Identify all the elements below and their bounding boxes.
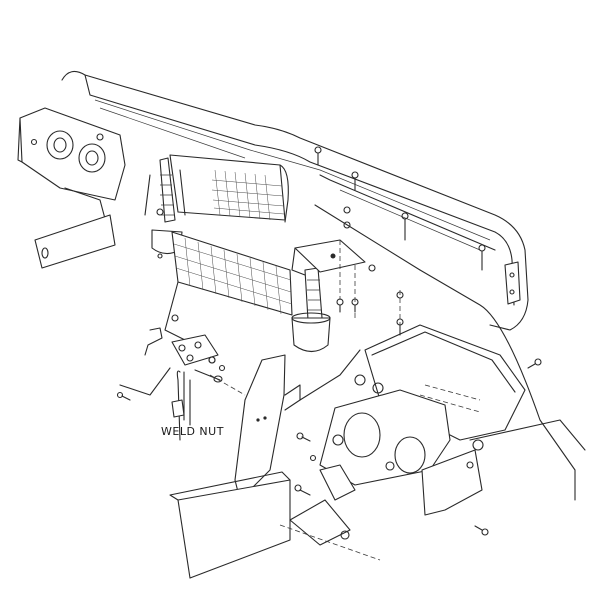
right-mounting-bracket xyxy=(421,449,483,516)
nut-icon xyxy=(396,291,404,299)
center-vacuum-actuator xyxy=(291,267,331,353)
bolt-icon xyxy=(474,525,489,536)
bolt-icon xyxy=(116,391,131,401)
nut-icon xyxy=(343,221,351,229)
nut-icon xyxy=(208,356,216,364)
support-bracket xyxy=(234,354,301,501)
lower-grille xyxy=(164,231,293,341)
bolt-icon xyxy=(294,484,311,496)
left-vacuum-actuator xyxy=(144,157,186,259)
left-headlamp-housing xyxy=(17,107,126,246)
bumper-end-bracket xyxy=(504,261,521,305)
front-bumper-panel xyxy=(61,70,529,331)
bolt-icon xyxy=(336,298,344,313)
center-bracket xyxy=(291,239,366,276)
nut-icon xyxy=(368,264,376,272)
bolt-icon xyxy=(314,146,322,166)
nut-icon xyxy=(218,364,226,372)
nut-icon xyxy=(343,206,351,214)
pivot-link-spring xyxy=(171,370,191,441)
bolt-icon xyxy=(351,171,359,191)
bolt-icon xyxy=(351,298,359,313)
nut-icon xyxy=(309,454,317,462)
bolt-icon xyxy=(396,318,404,336)
nut-icon xyxy=(171,314,179,322)
hinge-bracket xyxy=(144,327,223,383)
upper-grille xyxy=(169,154,289,223)
nut-icon xyxy=(156,208,164,216)
bolt-icon xyxy=(296,432,311,442)
fasteners xyxy=(116,146,542,536)
adjusting-bracket xyxy=(289,464,356,546)
bolt-icon xyxy=(401,212,409,241)
frame-rail xyxy=(34,214,291,579)
weld-nut-callout: WELD NUT xyxy=(161,425,224,438)
bolt-icon xyxy=(478,244,486,271)
bolt-icon xyxy=(527,358,542,369)
assembly-guide-lines xyxy=(119,204,586,561)
